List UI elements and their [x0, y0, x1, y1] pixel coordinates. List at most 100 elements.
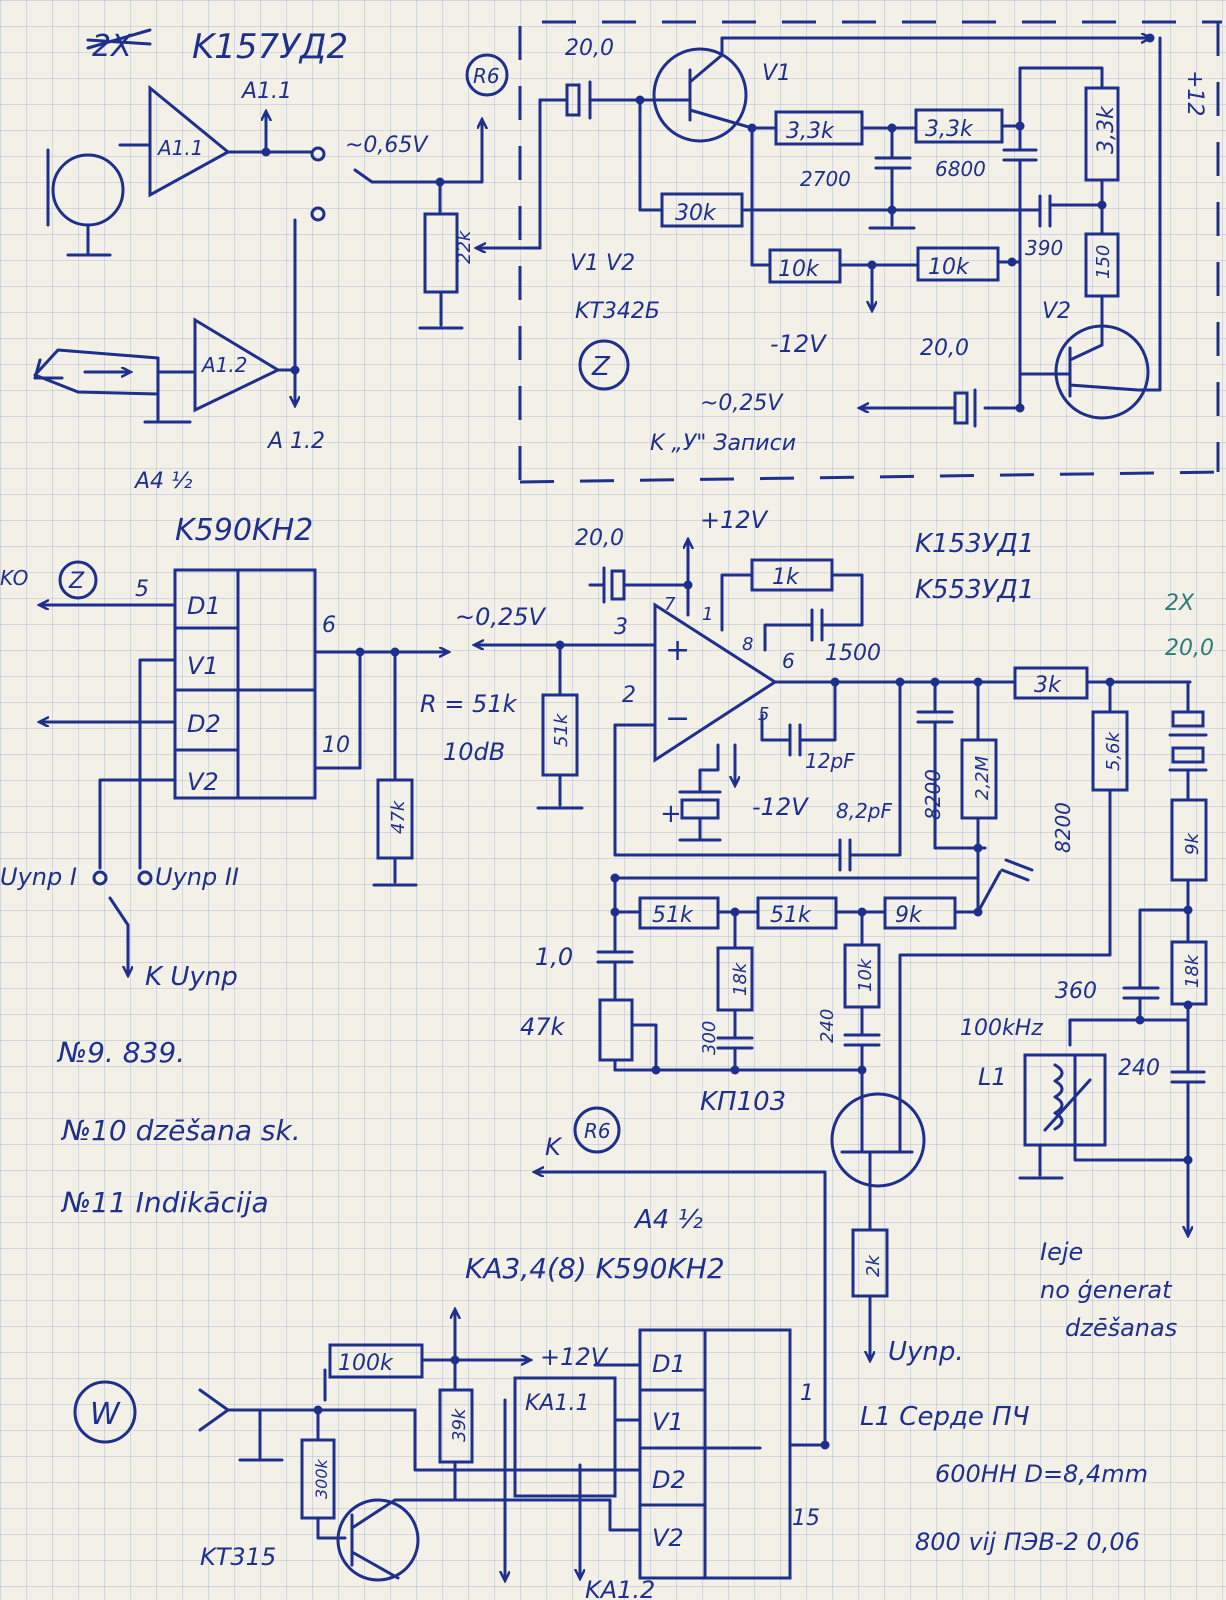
indicator-section: K R6 A4 ½ KA3,4(8) K590KH2 D1 V1 D2 V2 1…: [73, 1106, 1148, 1600]
v2-label: V2: [1042, 299, 1071, 324]
pin8-label: 8: [742, 634, 753, 655]
l1-label: L1: [978, 1063, 1007, 1091]
transistor-kt315: [336, 1498, 420, 1582]
side-note-2: no ģenerat: [1040, 1276, 1173, 1304]
r300k-label: 300k: [312, 1458, 331, 1499]
pin10-label: 10: [322, 733, 350, 758]
r-eq-label: R = 51k: [420, 690, 518, 718]
c360-label: 360: [1055, 979, 1097, 1004]
opamp-minus: −: [665, 701, 690, 736]
pot-47k: [598, 998, 634, 1062]
opamp-filter-section: ~0,25V R = 51k 10dB 51k 20,0 +12V 7 + − …: [420, 506, 1112, 1367]
d1-pin-label: D1: [187, 592, 221, 620]
k-uynp-label: K Uynp: [145, 962, 238, 992]
amp-a11-label: A1.1: [156, 136, 204, 160]
side-note-3: dzēšanas: [1065, 1314, 1177, 1342]
ic1-label: K590KH2: [175, 513, 313, 548]
ic-k590kh2-body: [173, 568, 317, 800]
r51k-label: 51k: [551, 712, 572, 747]
c2700-label: 2700: [800, 167, 851, 191]
c12pf-label: 12pF: [805, 749, 855, 773]
note-11: №11 Indikācija: [60, 1186, 269, 1219]
c8200a-label: 8200: [921, 769, 945, 820]
v1-bottom: V1: [652, 1408, 684, 1436]
c240b-label: 240: [1118, 1056, 1160, 1081]
r2k-label: 2k: [863, 1254, 884, 1277]
r10ka-label: 10k: [778, 257, 820, 282]
amp-a12-triangle: [193, 317, 282, 413]
r47k-label: 47k: [388, 799, 409, 834]
r3k-label: 3k: [1034, 673, 1062, 698]
electrolytic-plus: +: [660, 799, 682, 829]
uynp2-label: Uynp II: [155, 863, 239, 891]
a4-label: A4 ½: [133, 469, 192, 494]
pin6-label: 6: [322, 613, 336, 638]
level-065-label: ~0,65V: [345, 133, 429, 158]
r9kb-label: 9k: [895, 903, 923, 928]
cin-label: 20,0: [565, 36, 614, 61]
r6-badge-text: R6: [473, 64, 500, 88]
struck-label: 2X: [92, 29, 133, 64]
fet-kp103: [830, 1092, 926, 1188]
coil-l1: [1023, 1053, 1107, 1147]
u-out-label: Uynp.: [888, 1337, 964, 1367]
fet-label: KП103: [700, 1087, 786, 1117]
d1-bottom: D1: [652, 1350, 686, 1378]
tr-type-label: KT342Б: [575, 299, 660, 324]
r18k-label: 18k: [730, 961, 751, 996]
pin1-bottom: 1: [800, 1381, 814, 1406]
pin5-label: 5: [135, 577, 149, 602]
uynp1-label: Uynp I: [0, 863, 77, 891]
plus12-bottom: +12V: [540, 1343, 609, 1371]
r6-bottom-text: R6: [584, 1119, 611, 1143]
d2-pin-label: D2: [187, 710, 221, 738]
note-10: №10 dzēšana sk.: [60, 1114, 301, 1147]
ka11-box: [513, 1376, 617, 1498]
c20-mid-label: 20,0: [575, 526, 624, 551]
plus12-label: +12: [1182, 70, 1207, 116]
r10k-label: 10k: [855, 957, 876, 992]
v1-label: V1: [762, 61, 791, 86]
mid-badge-z: [58, 560, 98, 600]
module-badge-w-text: W: [90, 1397, 121, 1432]
cout-label: 20,0: [920, 336, 969, 361]
r1k-label: 1k: [772, 565, 800, 590]
v1-pin-label: V1: [187, 652, 219, 680]
minus12-top-label: -12V: [770, 330, 827, 358]
c82pf-label: 8,2pF: [836, 799, 893, 823]
amp-a11-triangle: [148, 84, 231, 198]
module-badge-w: [73, 1380, 137, 1444]
r47kb-label: 47k: [520, 1013, 566, 1041]
r18kr-label: 18k: [1182, 953, 1203, 988]
minus12-mid-label: -12V: [752, 793, 809, 821]
pin5b-label: 5: [758, 704, 769, 725]
mic-preamp-section: A1.1 A1.1 ~0,65V R6 22k A1.2: [33, 53, 542, 454]
v1v2-label: V1 V2: [570, 251, 635, 276]
pin15-bottom: 15: [792, 1506, 820, 1531]
r51kb-label: 51k: [770, 903, 812, 928]
ka12-label: KA1.2: [585, 1576, 655, 1600]
l1-note-3: 800 vij ПЭВ-2 0,06: [915, 1528, 1140, 1556]
transistor-v2: [1054, 324, 1150, 420]
r56k-label: 5,6k: [1103, 730, 1124, 771]
freq-label: 100kHz: [960, 1016, 1043, 1041]
r33v-label: 3,3k: [1094, 105, 1119, 154]
r30k-label: 30k: [675, 201, 717, 226]
pin6b-label: 6: [782, 649, 795, 673]
level025-top-label: ~0,25V: [700, 391, 784, 416]
kt315-label: KT315: [200, 1543, 276, 1571]
d2-bottom: D2: [652, 1466, 686, 1494]
l1-note-2: 600HH D=8,4mm: [935, 1460, 1148, 1488]
plus12-mid-label: +12V: [700, 506, 769, 534]
to-record-label: K „У" Записи: [650, 431, 796, 456]
module-badge-z: [578, 339, 630, 391]
v2-pin-label: V2: [187, 768, 219, 796]
pin7-label: 7: [664, 594, 676, 615]
pin3-label: 3: [614, 615, 628, 640]
switch-ic-section: A4 ½ K590KH2 KO Z 5 D1 V1 D2 V2 6 10 47k…: [0, 469, 448, 992]
level025-mid-label: ~0,25V: [455, 603, 547, 631]
side-note-1: Ieje: [1040, 1238, 1083, 1266]
opamp-triangle: [653, 602, 778, 763]
r6-badge-bottom: [573, 1106, 621, 1154]
